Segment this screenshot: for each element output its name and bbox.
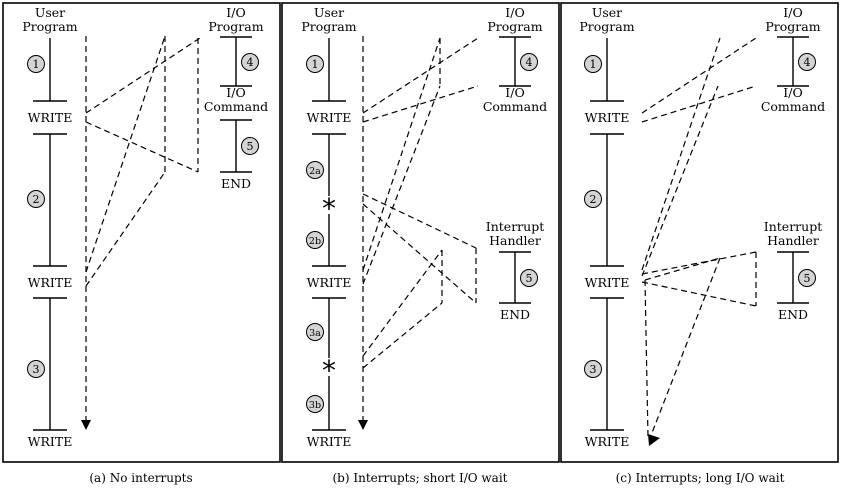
arrow-head xyxy=(648,434,660,446)
interrupt-handler-label: Interrupt xyxy=(764,219,822,234)
interrupt-handler-label: Handler xyxy=(489,233,541,248)
step-circle: 1 xyxy=(306,55,324,73)
step-circle: 4 xyxy=(241,53,259,71)
step-circle: 2 xyxy=(27,190,45,208)
panel-c-frame xyxy=(560,2,839,463)
step-circle: 3 xyxy=(27,360,45,378)
svg-text:4: 4 xyxy=(247,56,254,69)
write-label: WRITE xyxy=(585,275,630,290)
arrow-head xyxy=(358,420,368,430)
write-label: WRITE xyxy=(28,434,73,449)
io-program-label: I/O xyxy=(783,5,802,20)
svg-text:2: 2 xyxy=(590,193,597,206)
svg-text:5: 5 xyxy=(526,272,533,285)
io-command-label: I/O xyxy=(226,85,245,100)
step-circle: 2 xyxy=(584,190,602,208)
panel-a: User Program WRITE WRITE WRITE 1 2 3 I/O… xyxy=(22,5,268,485)
svg-text:1: 1 xyxy=(33,58,40,71)
step-circle: 1 xyxy=(584,55,602,73)
io-command-label: I/O xyxy=(505,85,524,100)
user-program-label: User xyxy=(592,5,622,20)
user-program-label: Program xyxy=(22,19,77,34)
step-circle: 2a xyxy=(306,161,324,179)
step-circle: 3a xyxy=(306,323,324,341)
step-circle: 3 xyxy=(584,360,602,378)
step-circle: 4 xyxy=(520,53,538,71)
svg-text:3: 3 xyxy=(590,363,597,376)
svg-text:1: 1 xyxy=(590,58,597,71)
io-program-label: I/O xyxy=(505,5,524,20)
io-program-label: Program xyxy=(487,19,542,34)
write-label: WRITE xyxy=(585,110,630,125)
interrupt-mark: * xyxy=(322,192,336,225)
interrupt-handler-label: Interrupt xyxy=(486,219,544,234)
write-label: WRITE xyxy=(585,434,630,449)
panel-c: User Program WRITE WRITE WRITE 1 2 3 I/O… xyxy=(579,5,825,485)
svg-text:5: 5 xyxy=(247,140,254,153)
svg-text:4: 4 xyxy=(526,56,533,69)
step-circle: 5 xyxy=(241,137,259,155)
io-command-label: Command xyxy=(761,99,825,114)
io-command-label: Command xyxy=(483,99,547,114)
interrupt-mark: * xyxy=(322,354,336,387)
end-label: END xyxy=(778,307,808,322)
io-command-label: Command xyxy=(204,99,268,114)
svg-text:3a: 3a xyxy=(309,328,321,339)
step-circle: 2b xyxy=(306,231,324,249)
step-circle: 4 xyxy=(798,53,816,71)
panel-caption: (a) No interrupts xyxy=(89,471,192,485)
panel-b: User Program * * WRITE WRITE WRITE 1 2a … xyxy=(301,5,547,485)
svg-text:4: 4 xyxy=(804,56,811,69)
user-program-label: Program xyxy=(579,19,634,34)
io-command-label: I/O xyxy=(783,85,802,100)
write-label: WRITE xyxy=(307,434,352,449)
svg-text:2a: 2a xyxy=(309,166,321,177)
io-program-label: I/O xyxy=(226,5,245,20)
end-label: END xyxy=(221,176,251,191)
user-program-label: Program xyxy=(301,19,356,34)
end-label: END xyxy=(500,307,530,322)
svg-text:5: 5 xyxy=(804,272,811,285)
panel-caption: (b) Interrupts; short I/O wait xyxy=(333,471,508,485)
write-label: WRITE xyxy=(307,275,352,290)
interrupt-handler-label: Handler xyxy=(767,233,819,248)
panel-a-frame xyxy=(2,2,281,463)
io-program-label: Program xyxy=(208,19,263,34)
step-circle: 3b xyxy=(306,395,324,413)
control-flow-path xyxy=(358,36,479,430)
write-label: WRITE xyxy=(28,110,73,125)
write-label: WRITE xyxy=(307,110,352,125)
svg-text:3: 3 xyxy=(33,363,40,376)
svg-text:2: 2 xyxy=(33,193,40,206)
step-circle: 5 xyxy=(798,269,816,287)
user-program-label: User xyxy=(314,5,344,20)
panel-caption: (c) Interrupts; long I/O wait xyxy=(616,471,785,485)
control-flow-path xyxy=(641,37,757,446)
write-label: WRITE xyxy=(28,275,73,290)
user-program-label: User xyxy=(35,5,65,20)
svg-text:1: 1 xyxy=(312,58,319,71)
io-program-label: Program xyxy=(765,19,820,34)
step-circle: 1 xyxy=(27,55,45,73)
svg-text:2b: 2b xyxy=(309,236,321,247)
control-flow-path xyxy=(81,35,201,430)
svg-text:3b: 3b xyxy=(309,400,321,411)
panel-b-frame xyxy=(281,2,560,463)
arrow-head xyxy=(81,420,91,430)
step-circle: 5 xyxy=(520,269,538,287)
